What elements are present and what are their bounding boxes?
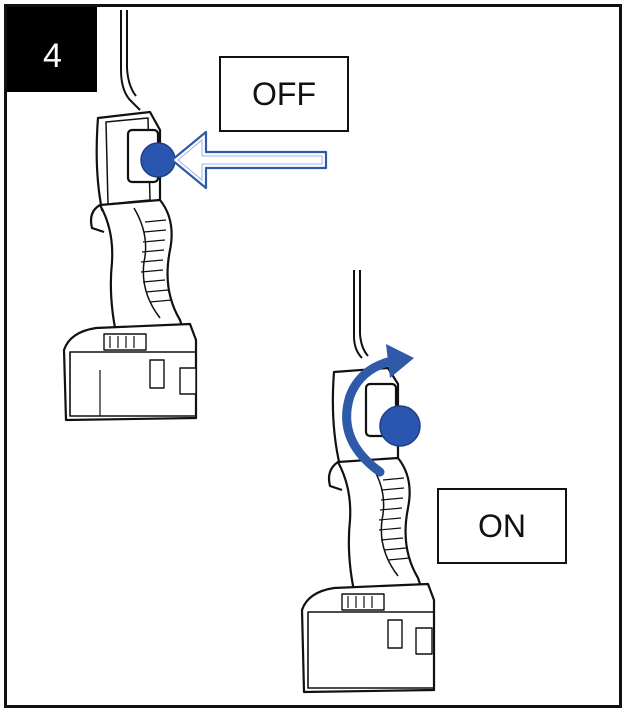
arrow-left-outline-icon [172, 132, 326, 188]
on-label: ON [478, 508, 526, 545]
knob-on [380, 406, 420, 446]
step-number-badge: 4 [7, 7, 97, 92]
step-number: 4 [43, 37, 62, 76]
knob-off [141, 143, 175, 177]
off-label-box: OFF [219, 56, 349, 132]
tool-on [302, 270, 434, 692]
off-label: OFF [252, 76, 316, 113]
on-label-box: ON [437, 488, 567, 564]
